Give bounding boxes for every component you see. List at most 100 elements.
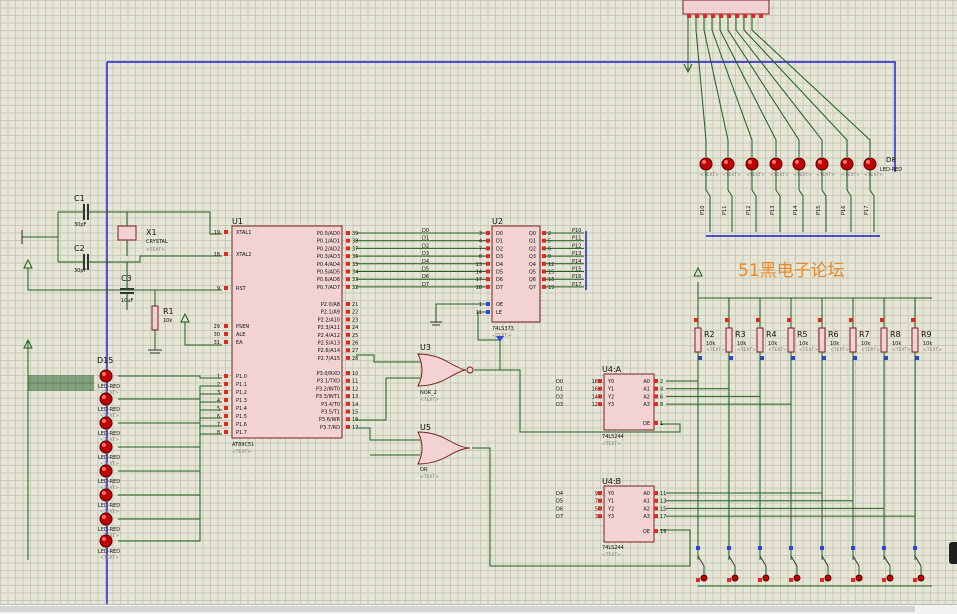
resistor-pin[interactable] <box>822 356 826 360</box>
top-led-3[interactable] <box>745 157 759 171</box>
xtal2-wire[interactable] <box>88 255 222 263</box>
switch-pin[interactable] <box>851 546 855 550</box>
led-feed-wire[interactable] <box>727 18 800 157</box>
u1-pin[interactable] <box>346 340 350 345</box>
top-led-5[interactable] <box>792 157 806 171</box>
p1-wire[interactable] <box>118 385 222 400</box>
u1-pin[interactable] <box>346 302 350 306</box>
u4b-pin[interactable] <box>654 498 658 503</box>
p1-wire[interactable] <box>118 375 222 379</box>
resistor-r8[interactable] <box>880 327 888 353</box>
resistor-r9[interactable] <box>911 327 919 353</box>
u1-pin[interactable] <box>346 355 350 360</box>
switch-contact[interactable] <box>762 574 770 582</box>
left-led-8[interactable] <box>99 534 113 548</box>
switch-lever[interactable] <box>697 555 705 567</box>
top-led-8[interactable] <box>863 157 877 171</box>
u1-pin[interactable] <box>224 414 228 418</box>
u4b-pin[interactable] <box>654 491 658 495</box>
led-output-wire[interactable] <box>798 170 804 232</box>
top-led-7[interactable] <box>840 157 854 171</box>
resistor-pin[interactable] <box>760 356 764 360</box>
header-pin[interactable] <box>719 14 723 18</box>
u1-pin[interactable] <box>346 325 350 330</box>
chip-u4b[interactable] <box>603 485 655 543</box>
left-led-4[interactable] <box>99 440 113 454</box>
u2-pin[interactable] <box>486 246 490 251</box>
oe-ground-wire[interactable] <box>435 303 486 322</box>
u4b-pin[interactable] <box>654 529 658 533</box>
u1-pin[interactable] <box>346 317 350 322</box>
u2-pin[interactable] <box>486 261 490 266</box>
led-feed-wire[interactable] <box>743 18 848 157</box>
switch-pin[interactable] <box>882 578 886 582</box>
switch-contact[interactable] <box>793 574 801 582</box>
u2-pin[interactable] <box>486 277 490 282</box>
u4b-pin[interactable] <box>598 491 602 495</box>
u1-pin[interactable] <box>224 324 228 328</box>
u1-pin[interactable] <box>346 394 350 399</box>
switch-pin[interactable] <box>758 546 762 550</box>
u1-pin[interactable] <box>346 424 350 429</box>
chip-u1[interactable] <box>231 225 343 439</box>
resistor-pin[interactable] <box>884 356 888 360</box>
resistor-pin[interactable] <box>694 318 698 322</box>
led-output-wire[interactable] <box>705 170 711 232</box>
resistor-pin[interactable] <box>818 318 822 322</box>
u2-pin[interactable] <box>486 302 490 306</box>
switch-contact[interactable] <box>917 574 925 582</box>
led-output-wire[interactable] <box>821 170 827 232</box>
switch-pin[interactable] <box>913 546 917 550</box>
u4a-pin[interactable] <box>654 386 658 391</box>
u2-pin[interactable] <box>542 284 546 289</box>
u2-pin[interactable] <box>486 254 490 259</box>
p1-wire[interactable] <box>118 433 222 542</box>
header-pin[interactable] <box>735 14 739 18</box>
u3-in1-wire[interactable] <box>356 354 420 363</box>
u1-pin[interactable] <box>346 417 350 422</box>
led-feed-wire[interactable] <box>719 18 777 157</box>
switch-pin[interactable] <box>696 578 700 582</box>
resistor-r6[interactable] <box>818 327 826 353</box>
resistor-pin[interactable] <box>853 356 857 360</box>
u1-pin[interactable] <box>346 401 350 406</box>
resistor-r5[interactable] <box>787 327 795 353</box>
xtal1-wire[interactable] <box>88 211 222 235</box>
u1-pin[interactable] <box>224 382 228 386</box>
led-output-wire[interactable] <box>727 170 733 232</box>
p1-wire[interactable] <box>118 425 222 520</box>
u1-pin[interactable] <box>346 269 350 274</box>
gate-u3[interactable] <box>417 353 467 387</box>
left-led-6[interactable] <box>99 488 113 502</box>
switch-pin[interactable] <box>696 546 700 550</box>
u1-pin[interactable] <box>346 261 350 266</box>
u2-pin[interactable] <box>542 261 546 266</box>
u1-pin[interactable] <box>346 246 350 251</box>
resistor-pin[interactable] <box>880 318 884 322</box>
led-feed-wire[interactable] <box>751 18 871 157</box>
switch-pin[interactable] <box>789 578 793 582</box>
resistor-pin[interactable] <box>911 318 915 322</box>
switch-pin[interactable] <box>758 578 762 582</box>
left-led-3[interactable] <box>99 416 113 430</box>
resistor-r4[interactable] <box>756 327 764 353</box>
resistor-pin[interactable] <box>849 318 853 322</box>
u2-pin[interactable] <box>486 284 490 289</box>
switch-pin[interactable] <box>789 546 793 550</box>
resistor-pin[interactable] <box>915 356 919 360</box>
chip-u2[interactable] <box>491 225 541 323</box>
u4a-pin[interactable] <box>598 394 602 399</box>
u2-pin[interactable] <box>486 231 490 235</box>
u3-out-wire[interactable] <box>474 369 681 433</box>
switch-lever[interactable] <box>821 555 829 567</box>
header-pin[interactable] <box>711 14 715 18</box>
led-feed-wire[interactable] <box>695 18 707 157</box>
top-led-1[interactable] <box>699 157 713 171</box>
top-led-2[interactable] <box>721 157 735 171</box>
u1-pin[interactable] <box>346 378 350 383</box>
u1-pin[interactable] <box>346 238 350 243</box>
u1-pin[interactable] <box>224 430 228 434</box>
u4b-pin[interactable] <box>598 498 602 503</box>
